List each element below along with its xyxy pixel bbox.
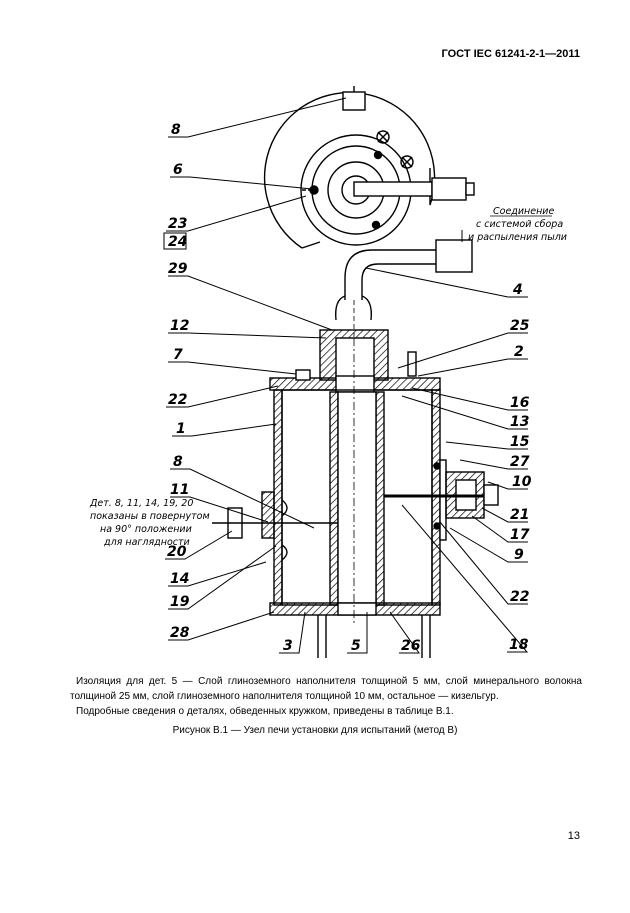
plan-view [263, 86, 475, 249]
label-3: 3 [283, 638, 293, 654]
label-19: 19 [170, 594, 190, 610]
label-24: 24 [168, 234, 187, 250]
furnace-section [212, 329, 499, 658]
label-28: 28 [170, 625, 190, 641]
leader-lines [165, 97, 529, 654]
details-note: Подробные сведения о деталях, обведенных… [76, 706, 454, 717]
label-7: 7 [173, 347, 183, 363]
label-16: 16 [510, 395, 530, 411]
label-18: 18 [509, 637, 529, 653]
label-21: 21 [510, 507, 529, 523]
standard-header: ГОСТ IEC 61241-2-1—2011 [441, 48, 581, 60]
label-25: 25 [510, 318, 530, 334]
rotation-note-line2: показаны в повернутом [90, 511, 210, 522]
label-1: 1 [176, 421, 186, 437]
label-8-left: 8 [173, 454, 183, 470]
label-22-top: 22 [168, 392, 187, 408]
label-10: 10 [512, 474, 532, 490]
dust-supply-pipe [335, 239, 473, 340]
label-23: 23 [168, 216, 187, 232]
label-12: 12 [170, 318, 189, 334]
label-6: 6 [173, 162, 183, 178]
rotation-note-line1: Дет. 8, 11, 14, 19, 20 [89, 498, 193, 509]
notes-block: Изоляция для дет. 5 — Слой глиноземного … [70, 674, 582, 719]
label-20: 20 [167, 544, 187, 560]
label-17: 17 [510, 527, 530, 543]
connection-note-line2: с системой сбора [476, 219, 563, 230]
rotation-note-line3: на 90° положении [100, 524, 192, 535]
item-labels: 8 6 23 24 29 12 7 22 1 8 11 20 14 19 28 … [163, 122, 532, 654]
rotation-note-line4: для наглядности [103, 537, 190, 548]
label-13: 13 [510, 414, 529, 430]
label-15: 15 [510, 434, 530, 450]
label-22-right: 22 [510, 589, 529, 605]
label-29: 29 [168, 261, 188, 277]
label-4: 4 [512, 282, 523, 298]
figure-title: Рисунок В.1 — Узел печи установки для ис… [172, 725, 458, 736]
page-number: 13 [567, 830, 580, 842]
label-2: 2 [514, 344, 524, 360]
connection-note-line1: Соединение [493, 206, 554, 217]
label-5: 5 [351, 638, 361, 654]
label-14: 14 [170, 571, 189, 587]
connection-note-line3: и распыления пыли [468, 232, 567, 243]
label-26: 26 [401, 638, 421, 654]
label-9: 9 [514, 547, 524, 563]
label-27: 27 [510, 454, 530, 470]
label-8: 8 [171, 122, 181, 138]
insulation-note: Изоляция для дет. 5 — Слой глиноземного … [70, 676, 582, 702]
rotation-note: Дет. 8, 11, 14, 19, 20 показаны в поверн… [89, 498, 210, 548]
connection-note: Соединение с системой сбора и распыления… [468, 206, 567, 243]
label-11: 11 [170, 482, 189, 498]
